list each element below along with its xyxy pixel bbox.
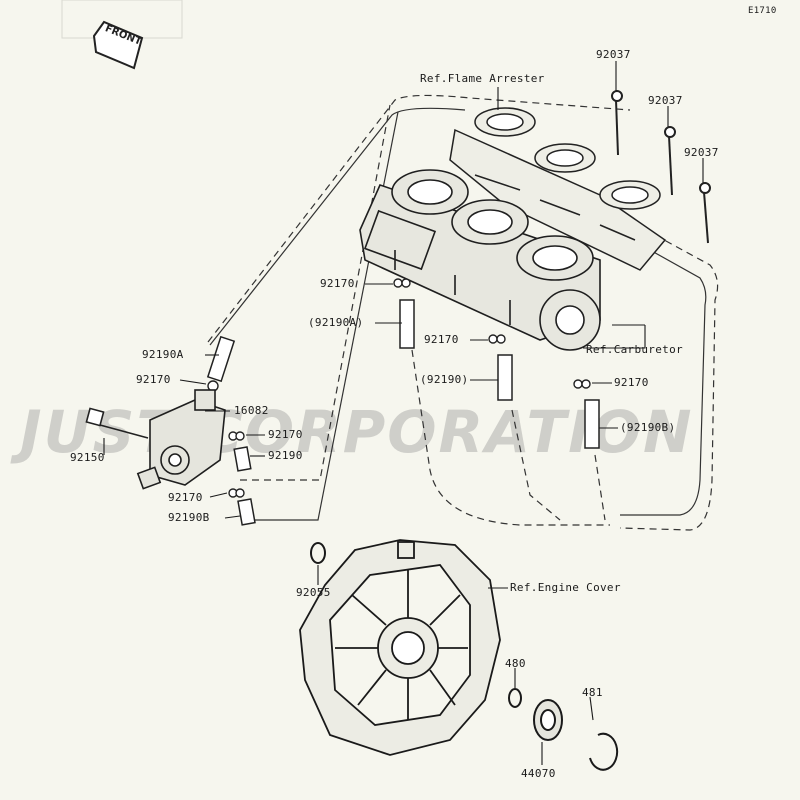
o-ring-92055-icon [310, 542, 326, 564]
label-92037-a[interactable]: 92037 [596, 48, 631, 61]
clamp-drawing [207, 278, 591, 498]
label-16082[interactable]: 16082 [234, 404, 269, 417]
carburetor-drawing [359, 169, 601, 351]
label-92037-b[interactable]: 92037 [648, 94, 683, 107]
hose-drawing [206, 299, 600, 526]
label-92190A-paren[interactable]: (92190A) [308, 316, 364, 329]
label-92190A[interactable]: 92190A [142, 348, 184, 361]
label-ref-engine-cover[interactable]: Ref.Engine Cover [510, 581, 621, 594]
diagram-code: E1710 [748, 6, 777, 16]
label-92170-d[interactable]: 92170 [136, 373, 171, 386]
valve-16082-drawing [136, 389, 226, 490]
label-ref-flame-arrester[interactable]: Ref.Flame Arrester [420, 72, 545, 85]
label-92190B[interactable]: 92190B [168, 511, 210, 524]
bolt-92037-drawing [611, 90, 711, 244]
label-44070[interactable]: 44070 [521, 767, 556, 780]
circlip-481-icon [589, 732, 619, 771]
label-92170-b[interactable]: 92170 [424, 333, 459, 346]
label-481[interactable]: 481 [582, 686, 603, 699]
label-92055[interactable]: 92055 [296, 586, 331, 599]
front-arrow-icon [92, 20, 144, 70]
label-92150[interactable]: 92150 [70, 451, 105, 464]
label-ref-carburetor[interactable]: Ref.Carburetor [586, 343, 683, 356]
label-480[interactable]: 480 [505, 657, 526, 670]
label-92037-c[interactable]: 92037 [684, 146, 719, 159]
o-ring-480-icon [508, 688, 522, 708]
label-92170-e[interactable]: 92170 [268, 428, 303, 441]
engine-cover-drawing [299, 539, 501, 756]
label-92190B-paren[interactable]: (92190B) [620, 421, 676, 434]
label-92170-f[interactable]: 92170 [168, 491, 203, 504]
label-92190[interactable]: 92190 [268, 449, 303, 462]
label-92170-c[interactable]: 92170 [614, 376, 649, 389]
label-92190-paren[interactable]: (92190) [420, 373, 469, 386]
watermark: JUST CORPORATION [20, 398, 694, 466]
screw-92150-drawing [85, 407, 149, 439]
flame-arrester-drawing [449, 107, 667, 271]
bearing-44070-icon [533, 699, 563, 741]
label-92170-a[interactable]: 92170 [320, 277, 355, 290]
